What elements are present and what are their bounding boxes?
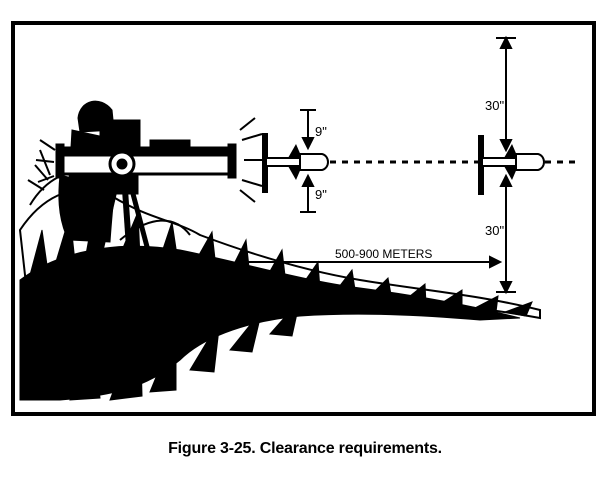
vegetation-icon xyxy=(18,149,541,401)
near-clearance-dimension xyxy=(300,109,316,213)
far-clearance-dimension xyxy=(496,35,516,295)
near-clearance-bottom-label: 9" xyxy=(315,187,327,202)
range-label: 500-900 METERS xyxy=(335,247,433,261)
near-clearance-top-label: 9" xyxy=(315,124,327,139)
figure-frame: 9" 9" 30" 30" 500-900 METERS xyxy=(11,21,596,416)
missile-icon xyxy=(262,133,329,193)
missile-icon xyxy=(478,135,545,195)
figure-caption: Figure 3-25. Clearance requirements. xyxy=(168,440,442,457)
soldier-with-launcher-icon xyxy=(35,100,266,271)
far-clearance-top-label: 30" xyxy=(485,98,505,113)
clearance-diagram xyxy=(18,35,580,401)
range-arrow xyxy=(233,255,503,269)
far-clearance-bottom-label: 30" xyxy=(485,223,505,238)
